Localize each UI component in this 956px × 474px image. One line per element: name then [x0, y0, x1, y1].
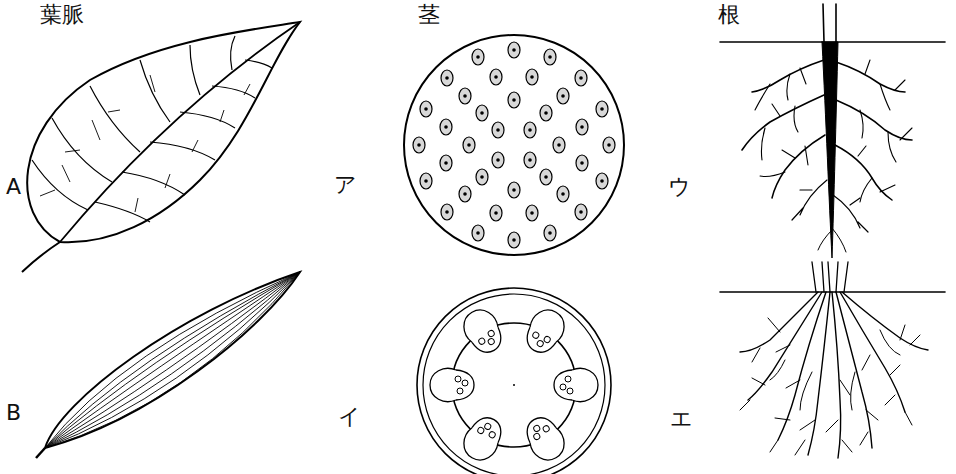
row-label: エ: [670, 408, 693, 430]
fibrous-root-system: [720, 262, 945, 458]
parallel-vein-leaf: [36, 272, 300, 458]
taproot-system: [720, 4, 945, 258]
scattered-bundle-stem: [404, 35, 624, 255]
net-vein-leaf: [22, 22, 300, 272]
row-label: ウ: [668, 176, 691, 198]
row-label: イ: [338, 406, 361, 428]
ring-bundle-stem: [417, 288, 611, 474]
column-heading: 根: [718, 4, 740, 26]
row-label: ア: [334, 174, 357, 196]
row-label: B: [6, 402, 21, 424]
column-heading: 葉脈: [40, 4, 84, 26]
column-heading: 茎: [418, 4, 440, 26]
row-label: A: [6, 176, 21, 198]
